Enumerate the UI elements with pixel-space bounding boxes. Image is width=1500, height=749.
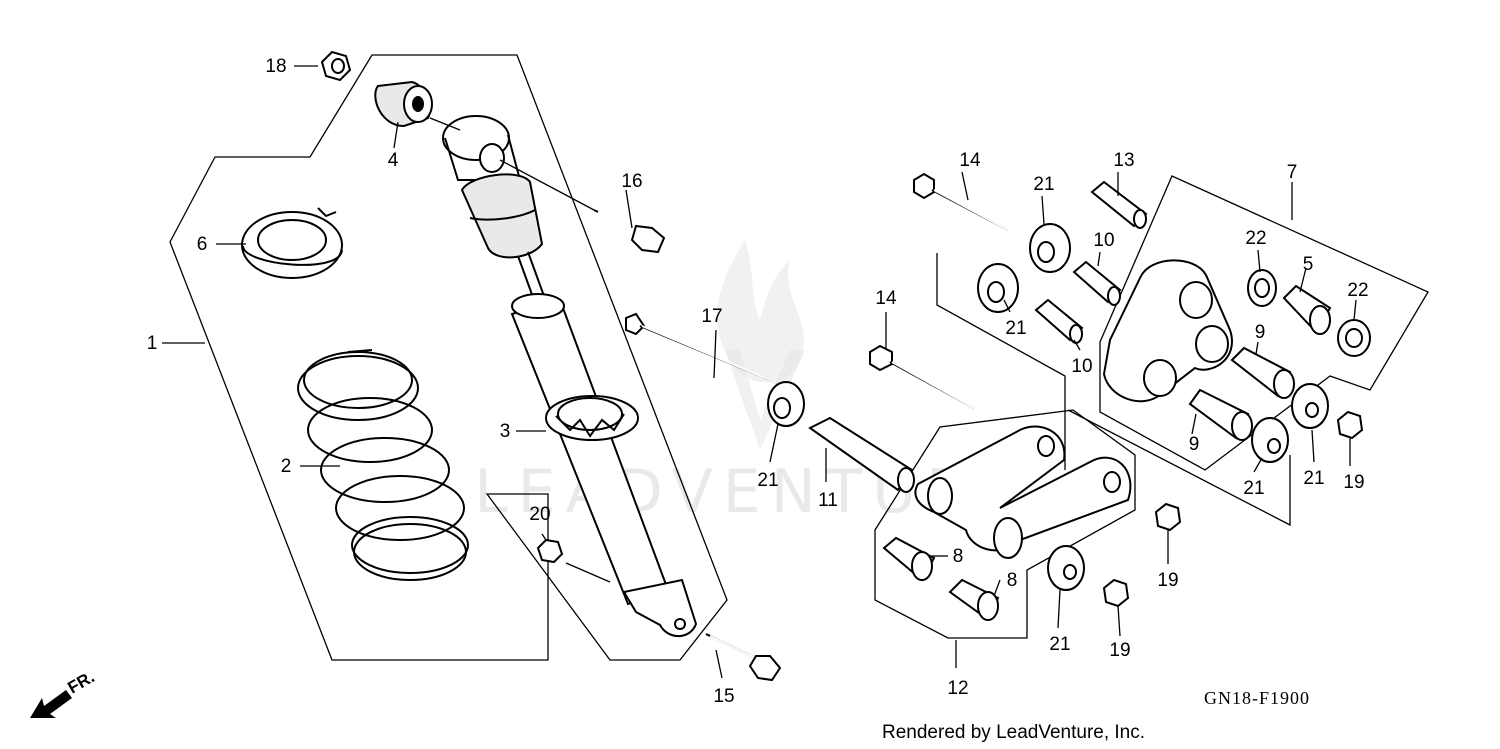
arrow-icon xyxy=(30,690,72,718)
rod-group-outline xyxy=(1099,175,1429,471)
bushing-9-upper xyxy=(1230,346,1295,399)
callout-18: 18 xyxy=(265,56,286,77)
callout-16: 16 xyxy=(621,171,642,192)
callout-19a: 19 xyxy=(1343,472,1364,493)
nut-19-right xyxy=(1336,410,1364,440)
callout-22b: 22 xyxy=(1347,280,1368,301)
spring-seat xyxy=(241,207,343,279)
callout-4: 4 xyxy=(388,150,399,171)
callout-8b: 8 xyxy=(1007,570,1018,591)
callout-14b: 14 xyxy=(875,288,897,309)
callout-20: 20 xyxy=(529,504,550,525)
dust-seal-21-mid xyxy=(977,263,1019,313)
collar-13 xyxy=(1090,180,1148,229)
bolt-16 xyxy=(593,209,666,254)
nut-19-lower xyxy=(1102,578,1130,608)
cushion-link xyxy=(1102,259,1233,403)
collar-11 xyxy=(808,416,915,493)
bolt-15 xyxy=(705,633,782,682)
collar-10-lower xyxy=(1034,298,1084,344)
callout-10b: 10 xyxy=(1071,356,1092,377)
callout-19b: 19 xyxy=(1157,570,1178,591)
callout-5: 5 xyxy=(1303,254,1314,275)
callout-6: 6 xyxy=(197,234,208,255)
bushing-9-lower xyxy=(1188,388,1253,441)
seal-22-right xyxy=(1337,319,1371,357)
arm-group-outline xyxy=(874,409,1136,639)
shock-assembly-outline xyxy=(169,54,728,661)
bolt-17 xyxy=(625,312,781,385)
direction-label: FR. xyxy=(65,667,98,697)
dust-seal-21-left xyxy=(767,381,805,427)
callout-1: 1 xyxy=(147,333,158,354)
callout-21f: 21 xyxy=(1049,634,1070,655)
dust-seal-21-center xyxy=(1251,417,1289,463)
shock-absorber xyxy=(442,115,698,638)
bushing-8-upper xyxy=(882,536,936,582)
collar-bracket-outline xyxy=(936,253,1291,527)
bolt-14-upper xyxy=(913,172,1009,231)
callout-21b: 21 xyxy=(1005,318,1026,339)
collar-10-upper xyxy=(1072,260,1122,306)
rubber-bushing xyxy=(374,80,433,128)
callout-22a: 22 xyxy=(1245,228,1266,249)
callout-11: 11 xyxy=(818,490,838,511)
callout-14a: 14 xyxy=(959,150,981,171)
nut-18 xyxy=(320,50,352,82)
callout-21d: 21 xyxy=(1243,478,1264,499)
credit-text: Rendered by LeadVenture, Inc. xyxy=(882,722,1145,743)
callout-21e: 21 xyxy=(1303,468,1324,489)
callout-3: 3 xyxy=(500,421,511,442)
dust-seal-21-right xyxy=(1291,383,1329,429)
front-direction-marker: FR. xyxy=(30,667,98,718)
callout-9a: 9 xyxy=(1255,322,1266,343)
callout-12: 12 xyxy=(947,678,968,699)
callout-10a: 10 xyxy=(1093,230,1114,251)
nut-20 xyxy=(536,538,564,564)
cushion-arm xyxy=(914,425,1132,559)
callout-7: 7 xyxy=(1287,162,1298,183)
callout-21a: 21 xyxy=(1033,174,1054,195)
nut-19-middle xyxy=(1154,502,1182,532)
callout-21c: 21 xyxy=(757,470,778,491)
seal-22-left xyxy=(1247,269,1277,307)
callout-labels: 1 2 3 4 5 6 7 8 8 9 9 10 10 11 12 13 14 … xyxy=(147,56,1369,707)
spring xyxy=(297,349,469,581)
bushing-5 xyxy=(1282,284,1332,335)
diagram-code: GN18-F1900 xyxy=(1204,688,1310,708)
callout-8a: 8 xyxy=(953,546,964,567)
callout-2: 2 xyxy=(281,456,292,477)
callout-19c: 19 xyxy=(1109,640,1130,661)
bushing-8-lower xyxy=(948,578,1000,621)
dust-seal-21-bottom xyxy=(1047,545,1085,591)
bolt-14-lower xyxy=(869,344,975,409)
leader-lines xyxy=(162,65,1357,679)
callout-15: 15 xyxy=(713,686,734,707)
callout-13: 13 xyxy=(1113,150,1134,171)
callout-9b: 9 xyxy=(1189,434,1200,455)
callout-17: 17 xyxy=(701,306,722,327)
dust-seal-21-upper xyxy=(1029,223,1071,273)
